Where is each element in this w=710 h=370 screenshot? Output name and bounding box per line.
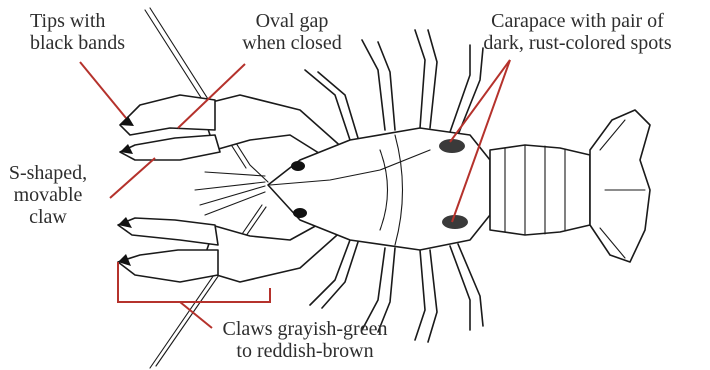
carapace-spot-lower (442, 215, 468, 229)
label-oval-gap: Oval gap when closed (237, 10, 347, 54)
antennule-3 (205, 192, 265, 215)
label-claws-color-line1: Claws grayish-green (205, 318, 405, 340)
antennule-4 (205, 172, 265, 176)
label-oval-gap-line1: Oval gap (237, 10, 347, 32)
leg-upper-3 (415, 30, 437, 128)
label-s-claw-line1: S-shaped, (2, 162, 94, 184)
carapace-spot-upper (439, 139, 465, 153)
eye-upper (291, 161, 305, 171)
label-s-claw-line3: claw (2, 206, 94, 228)
leg-lower-4 (450, 244, 483, 330)
label-carapace-line2: dark, rust-colored spots (455, 32, 700, 54)
leg-upper-4 (450, 45, 483, 135)
label-carapace-line1: Carapace with pair of (455, 10, 700, 32)
leader-s-claw (110, 158, 155, 198)
leader-tips (80, 62, 126, 118)
label-claws-color: Claws grayish-green to reddish-brown (205, 318, 405, 362)
eye-lower (293, 208, 307, 218)
label-tips: Tips with black bands (30, 10, 125, 54)
label-carapace: Carapace with pair of dark, rust-colored… (455, 10, 700, 54)
leg-upper-2 (362, 40, 395, 130)
upper-claw-fixed (120, 95, 215, 135)
label-s-claw: S-shaped, movable claw (2, 162, 94, 228)
label-claws-color-line2: to reddish-brown (205, 340, 405, 362)
upper-claw-movable (120, 135, 220, 160)
leg-lower-3 (415, 250, 437, 342)
tail-fan (590, 110, 650, 262)
label-s-claw-line2: movable (2, 184, 94, 206)
lower-claw-movable (118, 250, 218, 282)
label-tips-line1: Tips with (30, 10, 125, 32)
label-oval-gap-line2: when closed (237, 32, 347, 54)
lower-claw-fixed (118, 218, 218, 245)
label-tips-line2: black bands (30, 32, 125, 54)
